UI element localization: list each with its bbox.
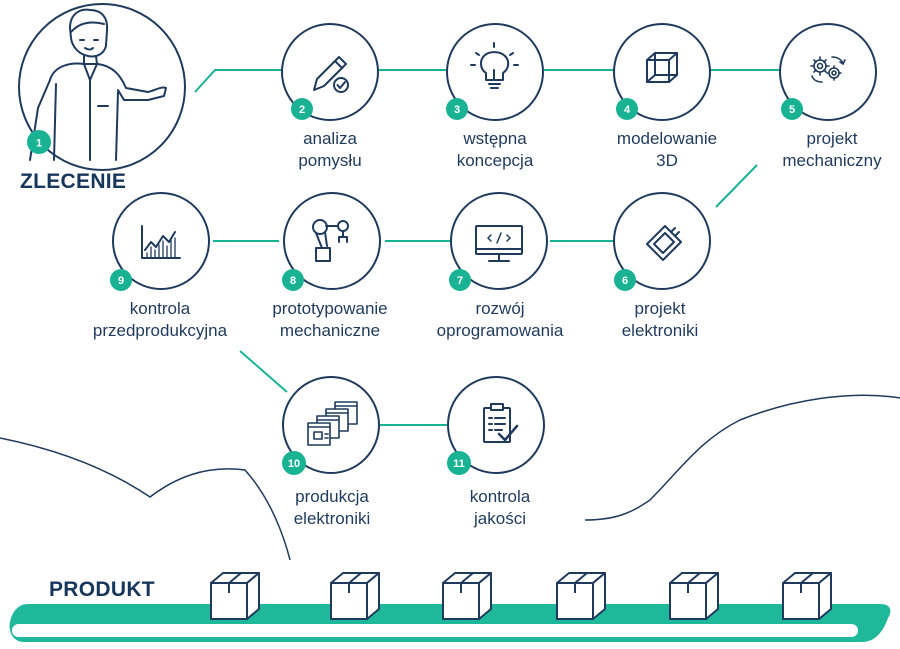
robot-arm-icon — [312, 219, 349, 262]
step-badge — [27, 130, 51, 154]
step-number: 10 — [288, 458, 300, 470]
step-circle-6 — [613, 192, 711, 290]
step-badge-6: 6 — [614, 269, 636, 291]
background-hills — [0, 437, 291, 561]
step-number: 8 — [290, 275, 296, 287]
step-number: 4 — [624, 104, 631, 116]
package-box-icon — [210, 572, 260, 620]
package-box-icon — [782, 572, 832, 620]
step-circle-7 — [450, 192, 548, 290]
step-number: 7 — [457, 275, 463, 287]
growth-chart-icon — [141, 225, 181, 259]
client-figure: 1 — [18, 3, 186, 171]
step-badge-11: 11 — [447, 451, 471, 475]
step-badges: 2 3 4 5 6 7 8 9 10 11 — [110, 98, 803, 475]
step-number: 3 — [454, 104, 460, 116]
person-icon — [29, 8, 167, 161]
package-box-icon — [669, 572, 719, 620]
flow-connectors — [194, 69, 780, 426]
end-title: PRODUKT — [49, 578, 155, 601]
step-circle-4 — [613, 23, 711, 121]
step-number: 2 — [299, 104, 305, 116]
step-number: 1 — [36, 138, 42, 150]
step-number: 6 — [622, 275, 628, 287]
package-box-icon — [556, 572, 606, 620]
circuit-boards-icon — [307, 401, 358, 446]
step-badge-7: 7 — [449, 269, 471, 291]
step-badge-10: 10 — [282, 451, 306, 475]
gears-icon — [810, 56, 846, 83]
step-badge-5: 5 — [781, 98, 803, 120]
step-circle-5 — [779, 23, 877, 121]
lightbulb-icon — [470, 42, 519, 89]
monitor-code-icon — [475, 225, 523, 262]
step-badge-8: 8 — [282, 269, 304, 291]
clipboard-check-icon — [483, 403, 519, 443]
pencil-check-icon — [313, 56, 349, 93]
start-title: ZLECENIE — [20, 170, 127, 193]
step-badge-4: 4 — [616, 98, 638, 120]
step-badge-9: 9 — [110, 269, 132, 291]
step-number: 5 — [789, 104, 795, 116]
step-circle-8 — [283, 192, 381, 290]
step-badge-2: 2 — [291, 98, 313, 120]
package-box-icon — [442, 572, 492, 620]
cube-icon — [646, 52, 678, 83]
chip-icon — [646, 225, 682, 261]
step-number: 11 — [453, 458, 465, 470]
background-hills — [584, 394, 900, 521]
step-badge-3: 3 — [446, 98, 468, 120]
client-circle — [18, 3, 186, 171]
package-box-icon — [330, 572, 380, 620]
step-number: 9 — [118, 275, 124, 287]
step-circle-2 — [281, 23, 379, 121]
